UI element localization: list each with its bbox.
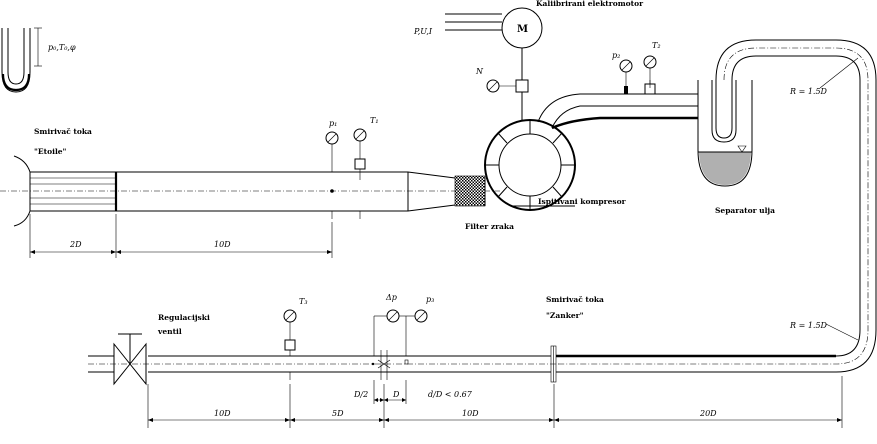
regulating-valve-label: Regulacijski [158,313,210,322]
return-loop [554,39,877,373]
inlet-pipe [116,164,456,219]
motor-letter: M [517,24,528,35]
dim-inlet-2d: 2D [69,240,82,249]
bend-lower-label: R = 1.5D [789,321,828,330]
air-filter-label: Filter zraka [465,222,514,231]
p2-label: p₂ [612,51,620,60]
inlet-bellmouth [13,155,118,227]
ambient-label: p₀,T₀,φ [48,43,76,52]
electromotor-label: Kaliibrirani elektromotor [536,0,644,8]
flow-straightener-1-label: Smirivač toka [34,127,92,136]
t3-label: T₃ [299,297,308,306]
compressor [484,119,576,211]
u-tube-manometer [1,27,42,93]
oil-separator [697,80,753,187]
t2-gauge [643,55,657,84]
t2-label: T₂ [652,41,661,50]
oil-separator-label: Separator ulja [715,206,775,215]
p3-label: p₃ [426,295,434,304]
power-params-label: P,U,I [413,27,433,36]
t1-gauge [353,128,367,180]
dim-inlet-10d: 10D [214,240,231,249]
dimension-lines [29,214,843,428]
speed-gauge [486,79,516,93]
flow-straightener-2-label: Smirivač toka [546,295,604,304]
dim-outlet-5d: 5D [332,409,344,418]
compressor-label: Ispitivani kompresor [538,197,627,206]
regulating-valve [88,333,147,386]
dim-ratio: d/D < 0.67 [428,390,473,399]
flow-straightener-2-name: "Zanker" [546,311,584,320]
air-filter [454,175,486,207]
bend-upper-leader [819,57,859,89]
dim-outlet-20d: 20D [699,409,717,418]
dim-orifice-d: D [392,390,400,399]
speed-label: N [475,67,484,76]
dp-gauge [373,309,407,356]
p1-label: p₁ [329,119,337,128]
p2-gauge [619,59,633,86]
flow-straightener-1-name: "Etoile" [34,147,67,156]
bend-lower-leader [825,323,859,341]
dp-label: Δp [385,293,397,302]
p1-gauge [325,131,339,164]
p3-gauge [406,309,428,323]
bend-upper-label: R = 1.5D [789,87,828,96]
t1-label: T₁ [370,116,379,125]
t3-gauge [283,309,297,351]
electromotor [445,7,543,120]
dim-orifice-d2: D/2 [353,390,368,399]
discharge-pipe [537,80,698,130]
dim-outlet-10d-b: 10D [462,409,479,418]
dim-outlet-10d-a: 10D [214,409,231,418]
regulating-valve-label-2: ventil [157,327,182,336]
